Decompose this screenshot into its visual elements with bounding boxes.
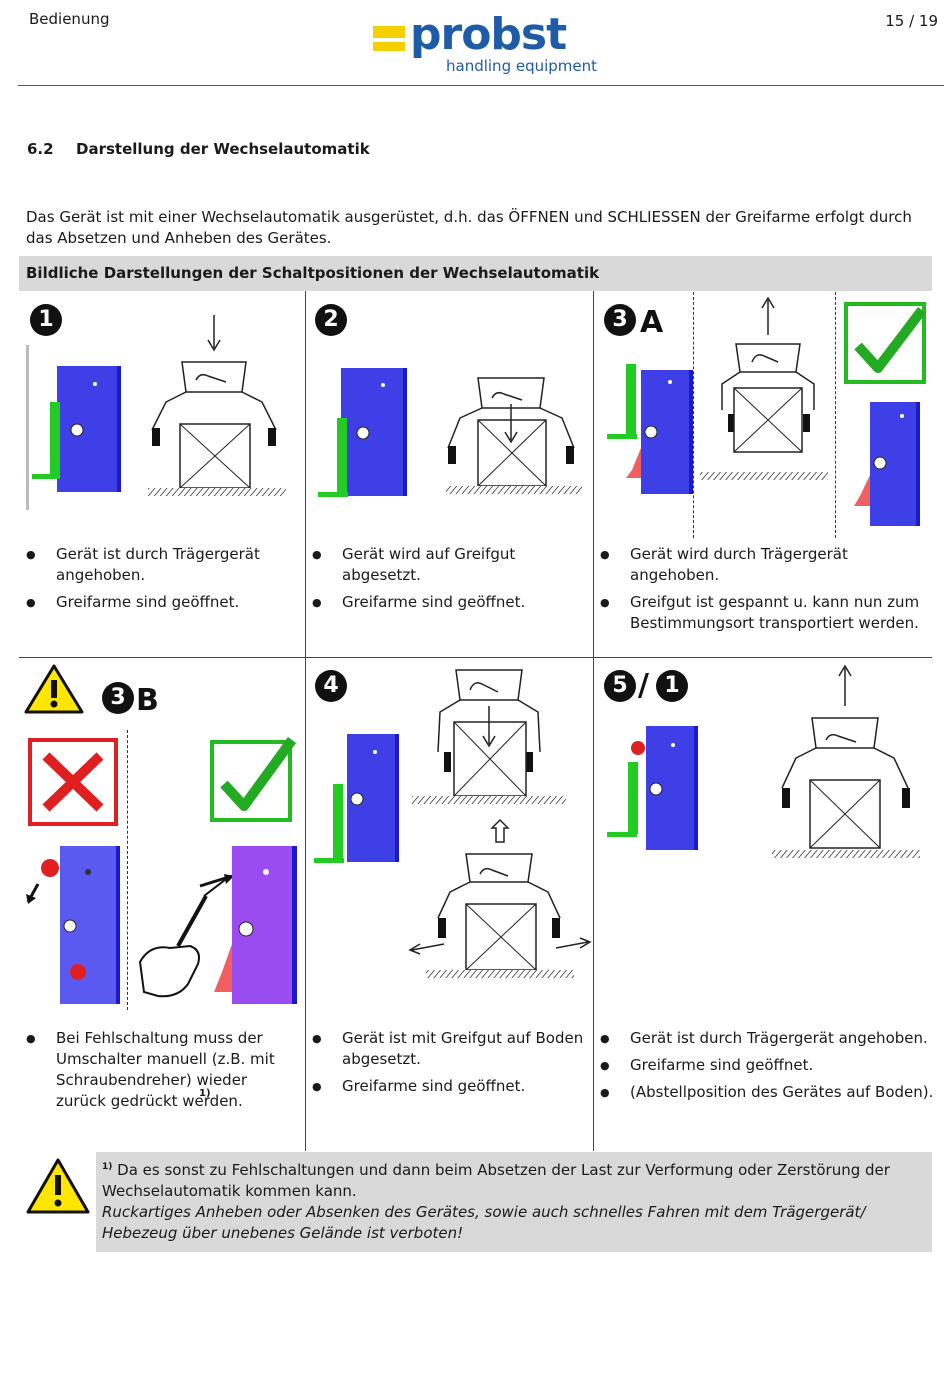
table-title-bar: Bildliche Darstellungen der Schaltpositi… [19, 256, 932, 291]
list-item: Greifarme sind geöffnet. [600, 1055, 935, 1076]
cell3a-device-closed [854, 402, 920, 526]
table-title: Bildliche Darstellungen der Schaltpositi… [26, 264, 600, 282]
cell3a-device [607, 364, 693, 494]
cell2-gripper [446, 377, 582, 494]
grid-divider-2 [593, 291, 594, 1151]
logo-tagline: handling equipment [446, 57, 598, 75]
header-section-label: Bedienung [29, 10, 110, 28]
cell5-device [607, 726, 698, 850]
cell3b-device-wrong [26, 846, 120, 1004]
cell3a-gripper [700, 296, 828, 480]
list-item: Gerät wird auf Greifgut abgesetzt. [312, 544, 587, 586]
footnote-box: 1) Da es sonst zu Fehlschaltungen und da… [96, 1152, 932, 1252]
cell4-gripper-top [412, 669, 566, 804]
logo-mark-top [373, 26, 405, 38]
list-item: Greifarme sind geöffnet. [312, 592, 587, 613]
footnote-line1: Da es sonst zu Fehlschaltungen und dann … [102, 1161, 890, 1200]
step-badge-1: 1 [30, 304, 62, 336]
step-badge-2: 2 [315, 304, 347, 336]
section-number: 6.2 [27, 140, 54, 158]
cell4-up-arrow [490, 818, 510, 843]
dashed-divider-3a-2 [835, 292, 836, 538]
footnote-text: 1) Da es sonst zu Fehlschaltungen und da… [102, 1157, 926, 1244]
cell3a-check-icon [844, 302, 926, 384]
cell3b-device-right [214, 846, 297, 1004]
cell2-device [318, 368, 407, 497]
intro-paragraph: Das Gerät ist mit einer Wechselautomatik… [26, 208, 912, 247]
cell2-bullets: Gerät wird auf Greifgut abgesetzt. Greif… [312, 544, 587, 619]
section-title: Darstellung der Wechselautomatik [76, 140, 370, 158]
step-badge-3b: 3 [102, 682, 134, 714]
list-item: Greifarme sind geöffnet. [26, 592, 296, 613]
cell5-bullets: Gerät ist durch Trägergerät angehoben. G… [600, 1028, 935, 1109]
footnote-line2: Ruckartiges Anheben oder Absenken des Ge… [102, 1203, 866, 1242]
step-slash: / [638, 668, 649, 703]
step-badge-4: 4 [315, 670, 347, 702]
page-number: 15 / 19 [885, 12, 938, 30]
list-item: Gerät ist mit Greifgut auf Boden abgeset… [312, 1028, 587, 1070]
step-badge-3a: 3 [604, 304, 636, 336]
cell1-gripper [148, 315, 286, 496]
grid-divider-1 [305, 291, 306, 1151]
list-item: Gerät wird durch Trägergerät angehoben. [600, 544, 935, 586]
grid-row-divider [19, 657, 932, 658]
cell4-gripper-bottom [408, 853, 592, 978]
cell3b-bullets: Bei Fehlschaltung muss der Umschalter ma… [26, 1028, 301, 1118]
footnote-warning-icon [26, 1158, 90, 1214]
footnote-ref: 1) [199, 1088, 211, 1099]
warning-icon [24, 664, 84, 714]
list-item: Gerät ist durch Trägergerät angehoben. [600, 1028, 935, 1049]
dashed-divider-3b [127, 730, 128, 1010]
list-item: (Abstellposition des Gerätes auf Boden). [600, 1082, 935, 1103]
cell4-bullets: Gerät ist mit Greifgut auf Boden abgeset… [312, 1028, 587, 1103]
cell4-device [314, 734, 399, 863]
cell1-device [26, 345, 121, 510]
dashed-divider-3a-1 [693, 292, 694, 538]
logo-mark-bottom [373, 42, 405, 51]
step-suffix-b: B [136, 683, 159, 718]
footnote-mark: 1) [102, 1162, 113, 1172]
step-badge-5-1: 1 [656, 670, 688, 702]
header-divider [18, 85, 944, 86]
cell5-gripper [772, 664, 920, 858]
list-item: Gerät ist durch Trägergerät angehoben. [26, 544, 296, 586]
cross-icon [28, 738, 118, 826]
logo-wordmark: probst [410, 9, 567, 60]
check-icon [210, 737, 297, 822]
cell3b-screwdriver-hand [138, 874, 234, 998]
step-suffix-a: A [640, 305, 664, 340]
step-badge-5: 5 [604, 670, 636, 702]
list-item: Greifarme sind geöffnet. [312, 1076, 587, 1097]
cell3a-bullets: Gerät wird durch Trägergerät angehoben. … [600, 544, 935, 640]
list-item: Greifgut ist gespannt u. kann nun zum Be… [600, 592, 935, 634]
cell1-bullets: Gerät ist durch Trägergerät angehoben. G… [26, 544, 296, 619]
list-item: Bei Fehlschaltung muss der Umschalter ma… [26, 1028, 301, 1112]
